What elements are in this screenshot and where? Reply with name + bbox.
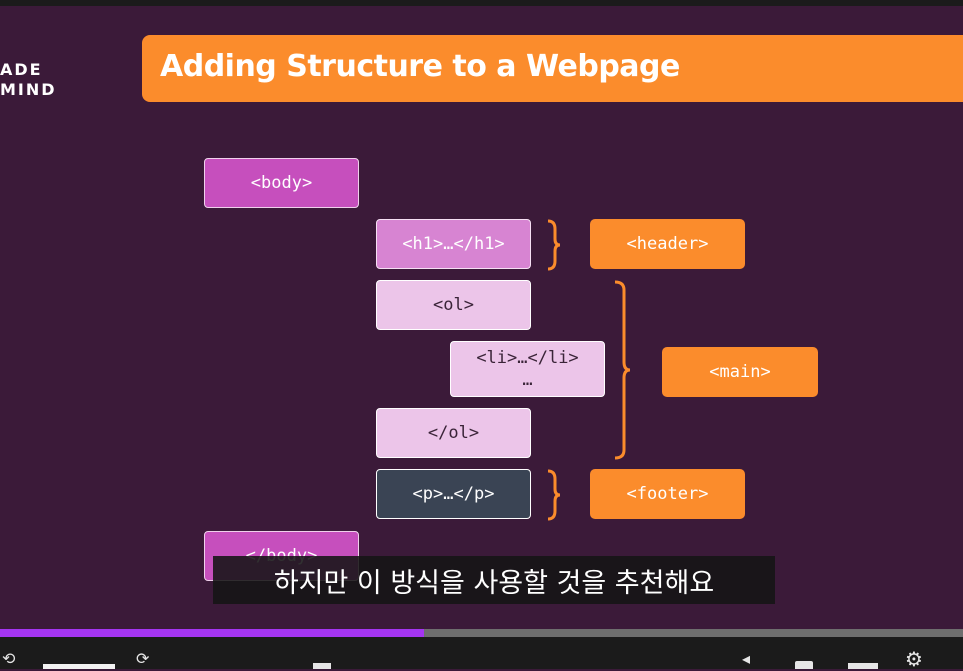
footer-brace-icon [547, 469, 561, 521]
speaker-icon[interactable]: ◂ [742, 649, 751, 668]
tag-li-line-2: … [522, 370, 533, 390]
tag-ol-open: <ol> [376, 280, 531, 330]
slide-title-banner: Adding Structure to a Webpage [142, 35, 963, 102]
volume-slider[interactable] [43, 664, 115, 669]
rewind-icon[interactable]: ⟲ [2, 649, 16, 668]
main-brace-icon [614, 280, 631, 460]
tag-header: <header> [590, 219, 745, 269]
tag-body-open: <body> [204, 158, 359, 208]
tag-main: <main> [662, 347, 818, 397]
tag-ol-close: </ol> [376, 408, 531, 458]
top-bar [0, 0, 963, 6]
video-progress-fill [0, 629, 424, 637]
player-controls: ⟲ ⟳ ◂ ⚙ [0, 637, 963, 669]
playback-marker-icon[interactable] [313, 663, 331, 669]
tag-li-line-1: <li>…</li> [476, 348, 579, 368]
tag-li: <li>…</li> … [450, 341, 605, 397]
forward-icon[interactable]: ⟳ [136, 649, 150, 668]
tag-footer: <footer> [590, 469, 745, 519]
brand-logo: ADE MIND [0, 60, 57, 100]
header-brace-icon [547, 219, 561, 271]
tag-h1: <h1>…</h1> [376, 219, 531, 269]
slide-title: Adding Structure to a Webpage [160, 49, 680, 84]
settings-gear-icon[interactable]: ⚙ [905, 647, 923, 671]
logo-line-1: ADE [0, 60, 43, 79]
captions-icon[interactable] [795, 661, 813, 669]
screen-mode-icon[interactable] [848, 663, 878, 669]
tag-p: <p>…</p> [376, 469, 531, 519]
video-progress-bar[interactable] [0, 629, 963, 637]
subtitle-caption: 하지만 이 방식을 사용할 것을 추천해요 [213, 556, 775, 604]
logo-line-2: MIND [0, 80, 57, 99]
